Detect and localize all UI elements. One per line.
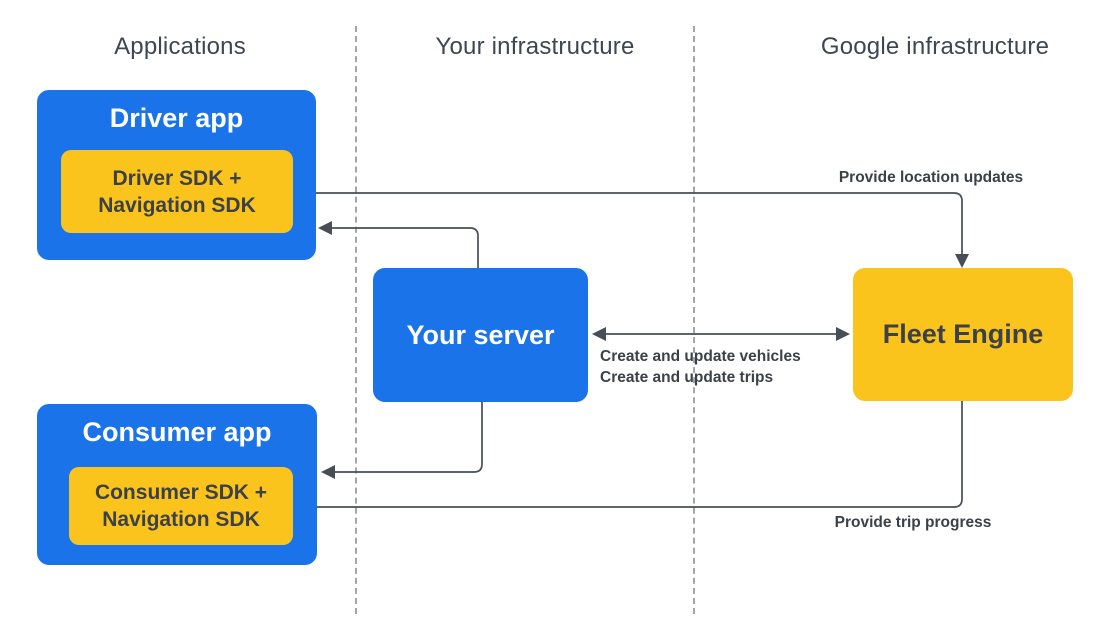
node-driver-sdk: Driver SDK + Navigation SDK [61,150,293,233]
arrowhead-left-icon [318,221,332,235]
consumer-sdk-line1: Consumer SDK + [94,481,268,504]
consumer-app-title: Consumer app [82,417,272,447]
driver-app-title: Driver app [109,103,244,133]
label-create-update-vehicles: Create and update vehicles [600,348,801,365]
arrowhead-left-icon [592,327,606,341]
node-driver-app: Driver app Driver SDK + Navigation SDK [37,90,316,260]
driver-sdk-line2: Navigation SDK [98,193,256,217]
label-provide-trip-progress: Provide trip progress [834,514,992,531]
label-create-update-trips: Create and update trips [600,369,774,386]
label-create-update: Create and update vehicles Create and up… [600,346,801,388]
column-heading-applications: Applications [114,33,246,60]
connector-location-updates [293,192,963,256]
column-heading-your-infrastructure: Your infrastructure [435,33,635,60]
node-your-server: Your server [373,268,588,402]
connector-server-to-driver [330,227,479,268]
column-divider [355,26,357,614]
label-provide-location-updates: Provide location updates [838,169,1024,186]
arrowhead-left-icon [321,465,335,479]
arrowhead-down-icon [955,254,969,268]
your-server-title: Your server [406,319,555,350]
column-heading-google-infrastructure: Google infrastructure [820,33,1050,60]
node-consumer-sdk: Consumer SDK + Navigation SDK [69,467,293,545]
arrowhead-right-icon [836,327,850,341]
consumer-sdk-line2: Navigation SDK [102,508,260,531]
node-consumer-app: Consumer app Consumer SDK + Navigation S… [37,404,317,565]
fleet-engine-title: Fleet Engine [882,319,1044,349]
connector-trip-progress [308,401,963,508]
node-fleet-engine: Fleet Engine [853,268,1073,401]
driver-sdk-line1: Driver SDK + [112,166,242,190]
column-divider [693,26,695,614]
